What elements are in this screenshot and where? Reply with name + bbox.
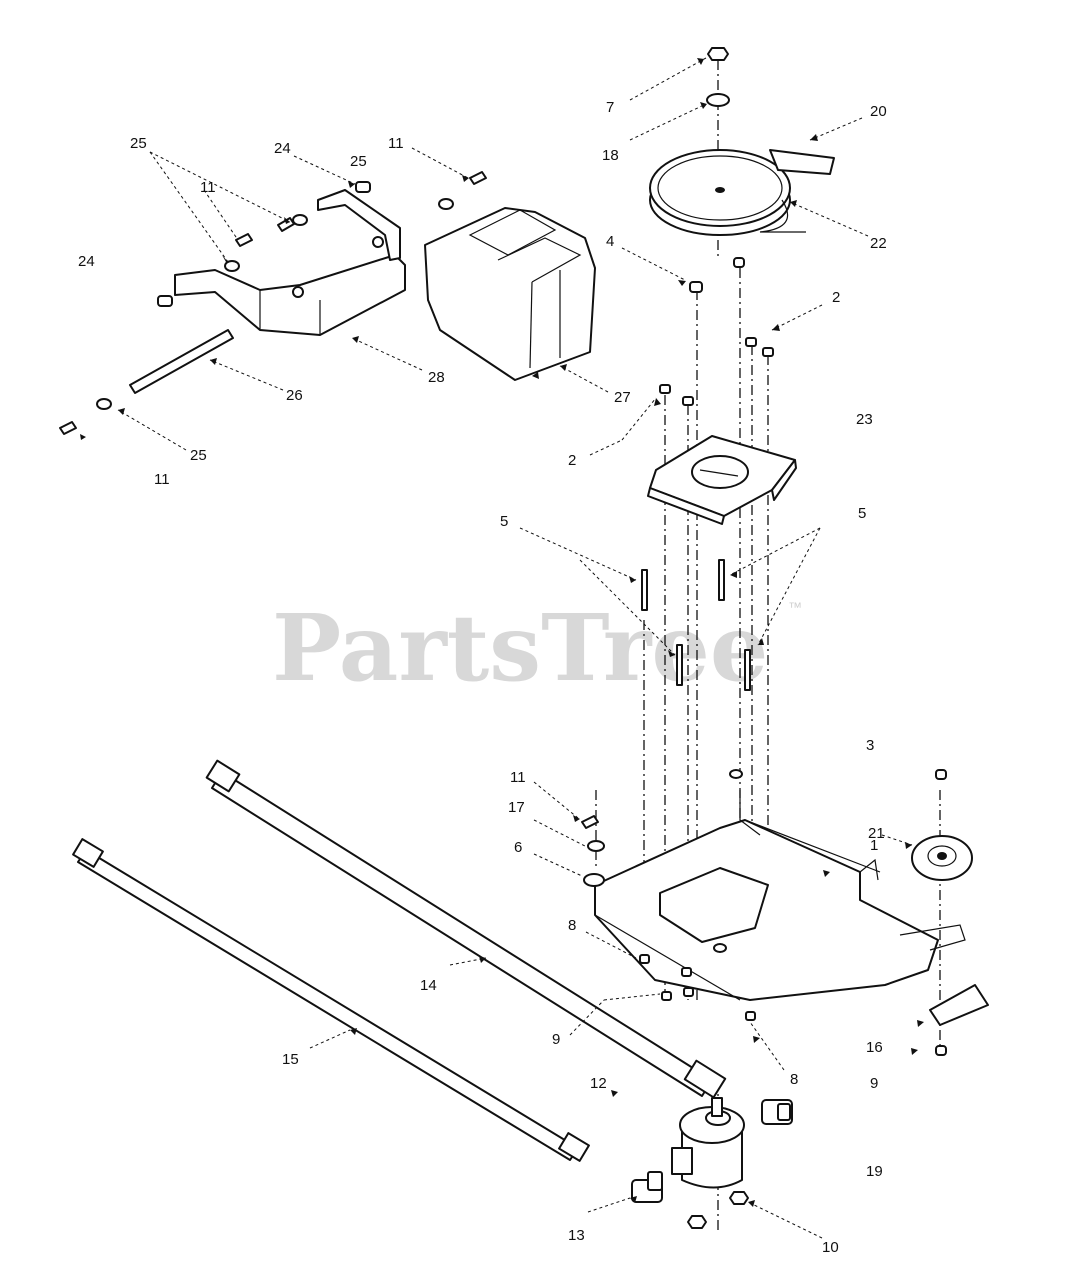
- belt-20: [759, 149, 835, 233]
- arrowheads: [80, 58, 924, 1207]
- callout-12: 12: [590, 1075, 607, 1092]
- rod-26: [129, 329, 234, 394]
- weight-27: [424, 207, 596, 381]
- nuts-10: [687, 1191, 749, 1229]
- pulley-22: [649, 149, 791, 236]
- hardware-frame: [581, 769, 947, 1056]
- callout-24-upper: 24: [274, 140, 291, 157]
- callout-28: 28: [428, 369, 445, 386]
- callout-8-left: 8: [568, 917, 576, 934]
- callout-20: 20: [870, 103, 887, 120]
- callout-9-left: 9: [552, 1031, 560, 1048]
- weight-bracket-28: [174, 189, 406, 336]
- callout-22: 22: [870, 235, 887, 252]
- callout-5-right: 5: [858, 505, 866, 522]
- fitting-13: [631, 1171, 663, 1203]
- callout-11-upper: 11: [388, 135, 404, 152]
- watermark-text: PartsTree: [272, 594, 768, 702]
- callout-10: 10: [822, 1239, 839, 1256]
- callout-11-lower: 11: [154, 471, 170, 488]
- callout-19: 19: [866, 1163, 883, 1180]
- callout-9-right: 9: [870, 1075, 878, 1092]
- callout-8-right: 8: [790, 1071, 798, 1088]
- callout-11-left: 11: [200, 179, 216, 196]
- callout-21: 21: [868, 825, 885, 842]
- hose-15: [72, 838, 590, 1162]
- callout-15: 15: [282, 1051, 299, 1068]
- washer-18: [706, 93, 730, 107]
- fitting-12: [761, 1099, 793, 1125]
- watermark-trademark: ™: [788, 599, 802, 615]
- bolt-4: [689, 257, 745, 293]
- bracket-16: [929, 984, 989, 1026]
- callout-16: 16: [866, 1039, 883, 1056]
- callout-2-upper: 2: [832, 289, 840, 306]
- callout-5-left: 5: [500, 513, 508, 530]
- idler-pulley-21: [911, 835, 973, 881]
- callout-25-upper-left: 25: [130, 135, 147, 152]
- small-hardware-top-left: [59, 171, 487, 435]
- callout-6: 6: [514, 839, 522, 856]
- callout-25-upper: 25: [350, 153, 367, 170]
- callout-labels: 7 20 18 22 4 2 2 23 25 24 25 11 11 24 26…: [78, 99, 887, 1256]
- pins-5: [641, 559, 751, 691]
- watermark: PartsTree ™: [272, 594, 802, 702]
- hose-14: [205, 759, 727, 1099]
- bolts-2: [659, 337, 774, 406]
- callout-7: 7: [606, 99, 614, 116]
- callout-11-frame: 11: [510, 769, 526, 786]
- callout-18: 18: [602, 147, 619, 164]
- callout-2-lower: 2: [568, 452, 576, 469]
- hydraulic-motor-19: [671, 1097, 745, 1189]
- callout-13: 13: [568, 1227, 585, 1244]
- callout-14: 14: [420, 977, 437, 994]
- callout-23: 23: [856, 411, 873, 428]
- bolt-7: [707, 47, 729, 61]
- callout-3: 3: [866, 737, 874, 754]
- callout-26: 26: [286, 387, 303, 404]
- callout-1: 1: [870, 837, 878, 854]
- bracket-23: [647, 435, 797, 525]
- callout-27: 27: [614, 389, 631, 406]
- callout-24-left: 24: [78, 253, 95, 270]
- callout-25-lower: 25: [190, 447, 207, 464]
- main-frame-1: [594, 790, 966, 1001]
- callout-4: 4: [606, 233, 614, 250]
- callout-17: 17: [508, 799, 525, 816]
